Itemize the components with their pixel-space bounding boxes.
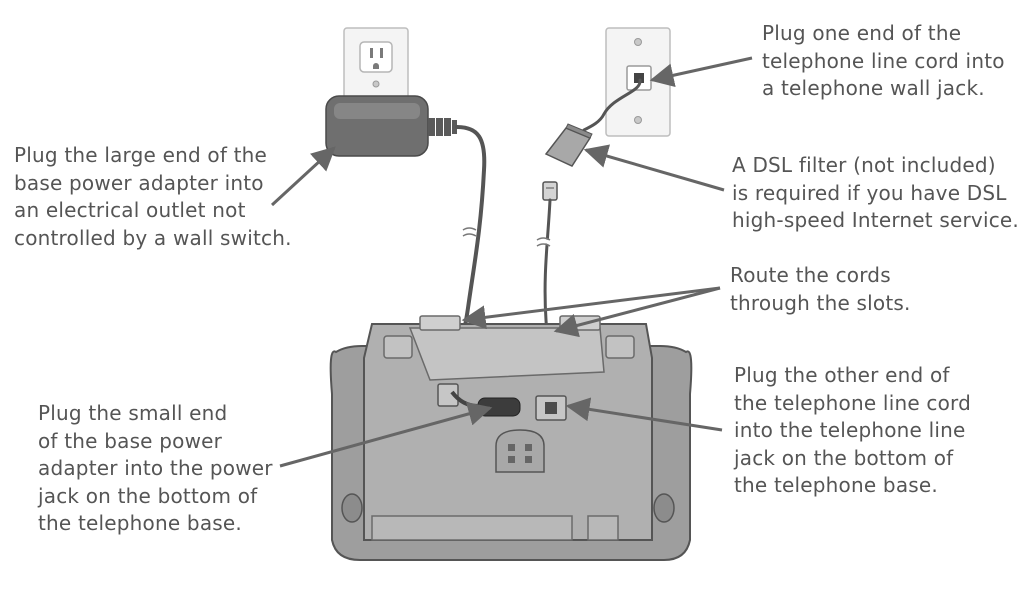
callout-line: Route the cords [730, 263, 891, 287]
callout-line: an electrical outlet not [14, 198, 246, 222]
callout-wall-jack: Plug one end of the telephone line cord … [762, 20, 1005, 103]
arrow-to-dsl-filter [583, 144, 725, 192]
callout-line: of the base power [38, 428, 223, 453]
callout-line: into the telephone line [734, 418, 966, 442]
callout-line: adapter into the power [38, 456, 273, 480]
callout-line: Plug the small end [38, 401, 228, 425]
arrow-to-power-jack [279, 402, 493, 468]
electrical-outlet [343, 27, 409, 117]
callout-line: is required if you have DSL [732, 180, 1007, 205]
callout-line: through the slots. [730, 290, 911, 315]
line-cord-break-mark [536, 237, 551, 247]
arrow-to-adapter [270, 146, 336, 207]
callout-line: jack on the bottom of [734, 445, 954, 470]
power-adapter [325, 95, 457, 157]
callout-line: high-speed Internet service. [732, 208, 1019, 232]
callout-power-jack: Plug the small end of the base power ada… [38, 400, 273, 538]
wall-to-filter-cord [582, 78, 642, 132]
callout-line: Plug the other end of [734, 363, 950, 387]
telephone-wall-jack [605, 27, 671, 137]
callout-line: controlled by a wall switch. [14, 225, 292, 250]
callout-line: A DSL filter (not included) [732, 153, 996, 177]
callout-line: the telephone line cord [734, 390, 971, 415]
callout-line-jack: Plug the other end of the telephone line… [734, 362, 971, 500]
telephone-base [329, 315, 693, 561]
callout-line: the telephone base. [38, 511, 242, 535]
callout-route-cords: Route the cords through the slots. [730, 262, 911, 317]
callout-line: Plug one end of the [762, 21, 962, 45]
arrow-to-line-slot [553, 286, 721, 338]
arrow-to-line-jack [565, 397, 723, 432]
callout-line: a telephone wall jack. [762, 76, 985, 100]
callout-line: telephone line cord into [762, 48, 1005, 73]
arrow-to-power-slot [461, 286, 721, 330]
callout-line: jack on the bottom of [38, 483, 258, 508]
callout-line: the telephone base. [734, 473, 938, 497]
arrow-to-wall-jack [649, 56, 753, 88]
line-cord-connector [542, 181, 558, 201]
callout-power-outlet: Plug the large end of the base power ada… [14, 142, 292, 252]
dsl-filter [544, 123, 593, 167]
callout-line: base power adapter into [14, 170, 264, 195]
callout-dsl-filter: A DSL filter (not included) is required … [732, 152, 1019, 235]
power-cord-break-mark [462, 227, 477, 237]
callout-line: Plug the large end of the [14, 143, 268, 167]
